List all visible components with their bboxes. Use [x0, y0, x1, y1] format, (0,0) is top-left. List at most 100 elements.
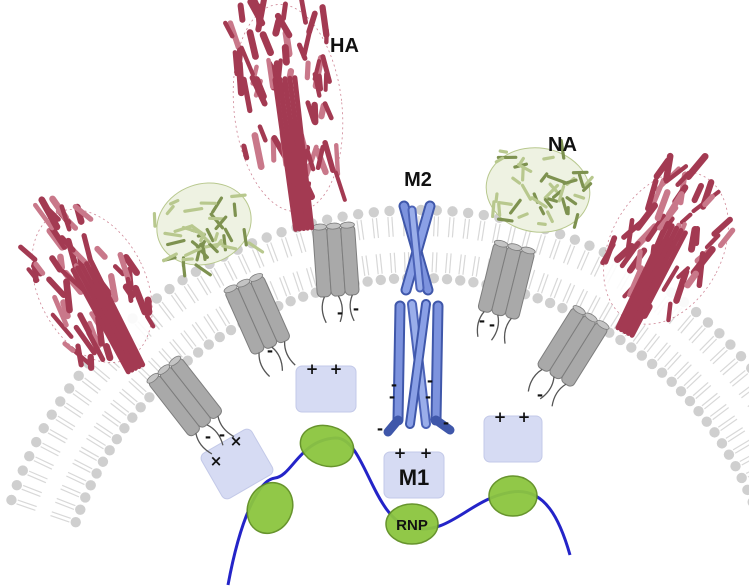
lipid-tail — [462, 218, 467, 239]
lipid-tail — [562, 244, 572, 264]
lipid-head — [24, 451, 35, 462]
helix-ribbon — [87, 320, 102, 349]
lipid-tail — [734, 444, 749, 454]
lipid-tail — [203, 316, 216, 334]
beta-strand — [166, 238, 186, 247]
lipid-head — [91, 468, 102, 479]
na-label: NA — [548, 134, 577, 156]
helix-ribbon — [251, 132, 265, 171]
helix-ribbon — [627, 265, 645, 298]
lipid-tail — [40, 446, 59, 457]
lipid-head — [462, 207, 474, 219]
beta-strand — [577, 173, 585, 189]
cytoplasmic-tail — [195, 433, 213, 455]
lipid-tail — [437, 216, 440, 237]
lipid-head — [177, 274, 188, 286]
lipid-head — [615, 334, 626, 346]
lipid-tail — [475, 256, 480, 277]
beta-strand — [566, 206, 570, 216]
lipid-tail — [49, 428, 68, 440]
beta-strand — [491, 200, 496, 219]
lipid-head — [321, 214, 333, 225]
helix-ribbon — [304, 60, 311, 81]
beta-strand — [494, 192, 499, 203]
lipid-head — [362, 276, 373, 287]
lipid-tail — [389, 252, 393, 273]
lipid-tail — [375, 254, 379, 275]
lipid-tail — [686, 374, 702, 390]
lipid-tail — [701, 392, 718, 407]
cytoplasmic-tail — [321, 296, 327, 324]
protein-heads — [18, 0, 736, 375]
minus-sign: - — [267, 342, 273, 360]
lipid-head — [55, 396, 66, 407]
ha-head-center — [223, 0, 347, 232]
stalk-helix — [84, 261, 142, 370]
plus-sign: + — [394, 444, 407, 462]
m2-top-helices — [398, 200, 436, 296]
helix-ribbon — [711, 216, 733, 237]
helix-ribbon — [305, 100, 317, 124]
helix-ribbon — [272, 17, 283, 37]
lipid-tail — [691, 327, 706, 344]
beta-strand — [190, 240, 201, 249]
lipid-head — [151, 293, 163, 304]
lipid-tail — [371, 218, 376, 239]
helix-ribbon — [144, 296, 153, 316]
beta-strand — [538, 206, 546, 216]
beta-strand — [557, 184, 566, 203]
lipid-tail — [101, 414, 119, 427]
helix-ribbon — [46, 276, 67, 299]
lipid-tail — [282, 275, 291, 296]
lipid-head — [675, 386, 687, 397]
helix-ribbon — [257, 124, 268, 143]
lipid-head — [388, 273, 400, 284]
lipid-tail — [72, 462, 91, 473]
beta-strand — [165, 204, 175, 216]
beta-strand — [497, 202, 502, 217]
helix-ribbon — [333, 170, 347, 202]
helix-ribbon — [675, 170, 691, 187]
lipid-head — [73, 370, 84, 382]
lipid-tail — [299, 232, 307, 253]
beta-strand — [181, 257, 194, 262]
lipid-tail — [720, 418, 738, 432]
lipid-tail — [387, 217, 390, 238]
tm-bundle-ha-left — [146, 355, 235, 455]
helix-ribbon — [319, 4, 330, 39]
helix-ribbon — [274, 12, 293, 39]
beta-strand — [221, 244, 238, 251]
helix-ribbon — [59, 235, 76, 253]
beta-strand — [199, 201, 217, 205]
lipid-tail — [709, 346, 726, 362]
beta-strand — [530, 196, 548, 209]
helix-ribbon — [306, 10, 318, 35]
lipid-head — [285, 295, 296, 307]
cytoplasmic-tail — [283, 341, 296, 366]
lipid-tail — [451, 217, 455, 238]
lipid-head — [584, 240, 595, 251]
helix-ribbon — [676, 266, 690, 279]
lipid-tail — [580, 251, 590, 271]
beta-strand — [162, 252, 178, 263]
helix-ribbon — [102, 343, 114, 362]
lipid-tail — [206, 313, 219, 332]
beta-strand — [204, 241, 224, 249]
lipid-tail — [215, 308, 227, 327]
lipid-head — [46, 409, 57, 420]
m1-box-left — [200, 428, 274, 500]
minus-sign: - — [427, 372, 433, 390]
m1-proteins: M1 — [200, 365, 543, 500]
lipid-head — [38, 423, 49, 434]
helix-ribbon — [122, 254, 140, 276]
lipid-tail — [51, 511, 71, 519]
lipid-tail — [590, 297, 601, 316]
lipid-head — [203, 339, 215, 350]
lipid-tail — [269, 281, 279, 300]
rnp-complex: RNP — [226, 424, 572, 586]
lipid-tail — [643, 333, 657, 350]
beta-strand — [169, 198, 180, 206]
tm-bundle-ha-center — [312, 221, 360, 324]
lipid-tail — [586, 295, 598, 314]
